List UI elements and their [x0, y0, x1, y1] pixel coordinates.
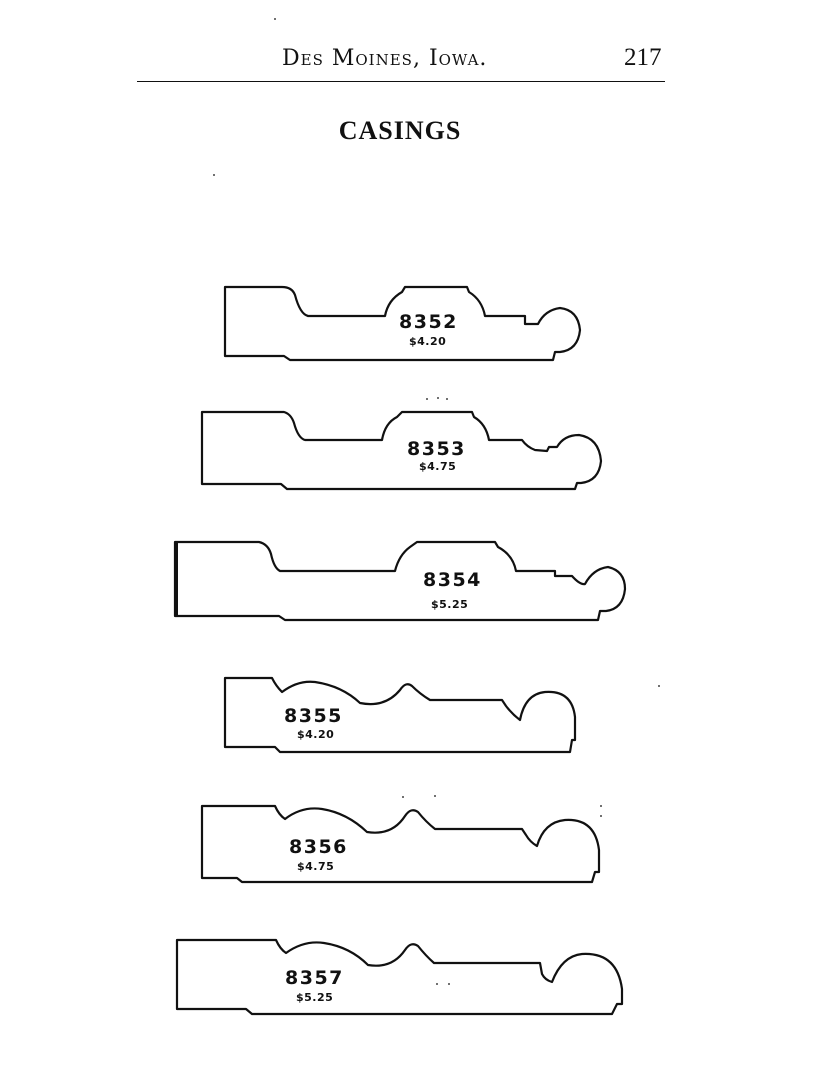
casing-profile-8356	[200, 804, 601, 884]
scan-speck	[426, 398, 428, 400]
casing-model-8352: 8352	[399, 311, 458, 333]
casing-profile-8352	[223, 285, 582, 362]
scan-speck	[600, 805, 602, 807]
casing-model-8353: 8353	[407, 438, 466, 460]
casing-price-8353: $4.75	[419, 460, 457, 473]
scan-speck	[446, 398, 448, 400]
header-rule	[137, 36, 665, 82]
scan-speck	[448, 983, 450, 985]
scan-speck	[436, 983, 438, 985]
running-head: Des Moines, Iowa.	[282, 46, 488, 71]
scan-speck	[213, 174, 215, 176]
scan-speck	[600, 815, 602, 817]
scan-speck	[658, 685, 660, 687]
casing-price-8357: $5.25	[296, 991, 334, 1004]
scan-speck	[274, 18, 276, 20]
casing-profile-8353	[200, 410, 603, 491]
casing-price-8352: $4.20	[409, 335, 447, 348]
casing-profile-8354	[173, 540, 627, 622]
scan-speck	[437, 397, 439, 399]
scan-speck	[434, 795, 436, 797]
page-number: 217	[624, 44, 662, 71]
casing-price-8355: $4.20	[297, 728, 335, 741]
casing-model-8356: 8356	[289, 836, 348, 858]
casing-price-8354: $5.25	[431, 598, 469, 611]
section-title: CASINGS	[338, 116, 462, 145]
casing-model-8357: 8357	[285, 967, 344, 989]
casing-profile-8355	[223, 676, 577, 754]
casing-model-8355: 8355	[284, 705, 343, 727]
scan-speck	[402, 796, 404, 798]
casing-model-8354: 8354	[423, 569, 482, 591]
casing-price-8356: $4.75	[297, 860, 335, 873]
casing-profile-8357	[175, 938, 624, 1016]
